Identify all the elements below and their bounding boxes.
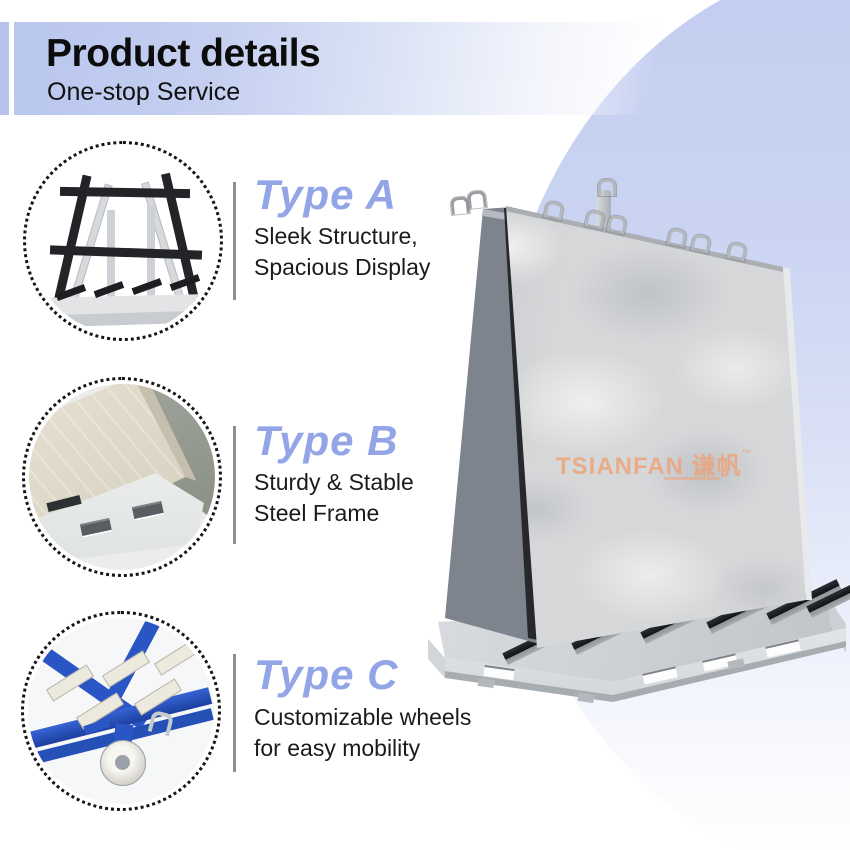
divider [233,426,236,544]
feature-a-line2: Spacious Display [254,254,431,280]
feature-b-line1: Sturdy & Stable [254,469,414,495]
feature-c-title: Type C [254,651,399,698]
feature-c-line1: Customizable wheels [254,704,472,730]
pallet-foot [477,677,495,689]
feature-a-photo-circle [23,141,223,341]
page-title: Product details [46,32,321,75]
header-edge-accent [0,22,9,115]
rack-base [30,294,216,324]
feature-a-description: Sleek Structure, Spacious Display [254,221,430,283]
feature-b-photo-circle [22,377,222,577]
feature-c-description: Customizable wheels for easy mobility [254,702,471,764]
trademark-symbol: ™ [741,448,752,458]
feature-a-title: Type A [254,171,397,218]
stone-slabs-on-steel-base-photo [29,384,215,570]
feature-c-line2: for easy mobility [254,735,421,761]
feature-b-title: Type B [254,417,399,464]
background-circle-decoration [495,0,850,850]
blue-frame-caster-wheel-photo [28,618,214,804]
lifting-hook-icon [450,196,470,215]
pallet-base [428,575,850,715]
support-pad [153,638,203,676]
feature-c-photo-circle [21,611,221,811]
brand-watermark: TSIANFAN 谦帆™ [556,448,752,480]
caster-wheel-hub [115,755,130,770]
feature-a-line1: Sleek Structure, [254,223,418,249]
brand-watermark-subline [664,477,720,480]
pallet-foot [577,692,595,704]
feature-b-line2: Steel Frame [254,500,380,526]
header-banner [14,22,674,115]
a-frame-display-rack-photo [30,148,216,334]
divider [233,182,236,300]
feature-b-description: Sturdy & Stable Steel Frame [254,467,414,529]
divider [233,654,236,772]
page-subtitle: One-stop Service [47,78,241,106]
lifting-hook-icon [467,190,487,209]
lifting-hook-icon [598,179,616,196]
